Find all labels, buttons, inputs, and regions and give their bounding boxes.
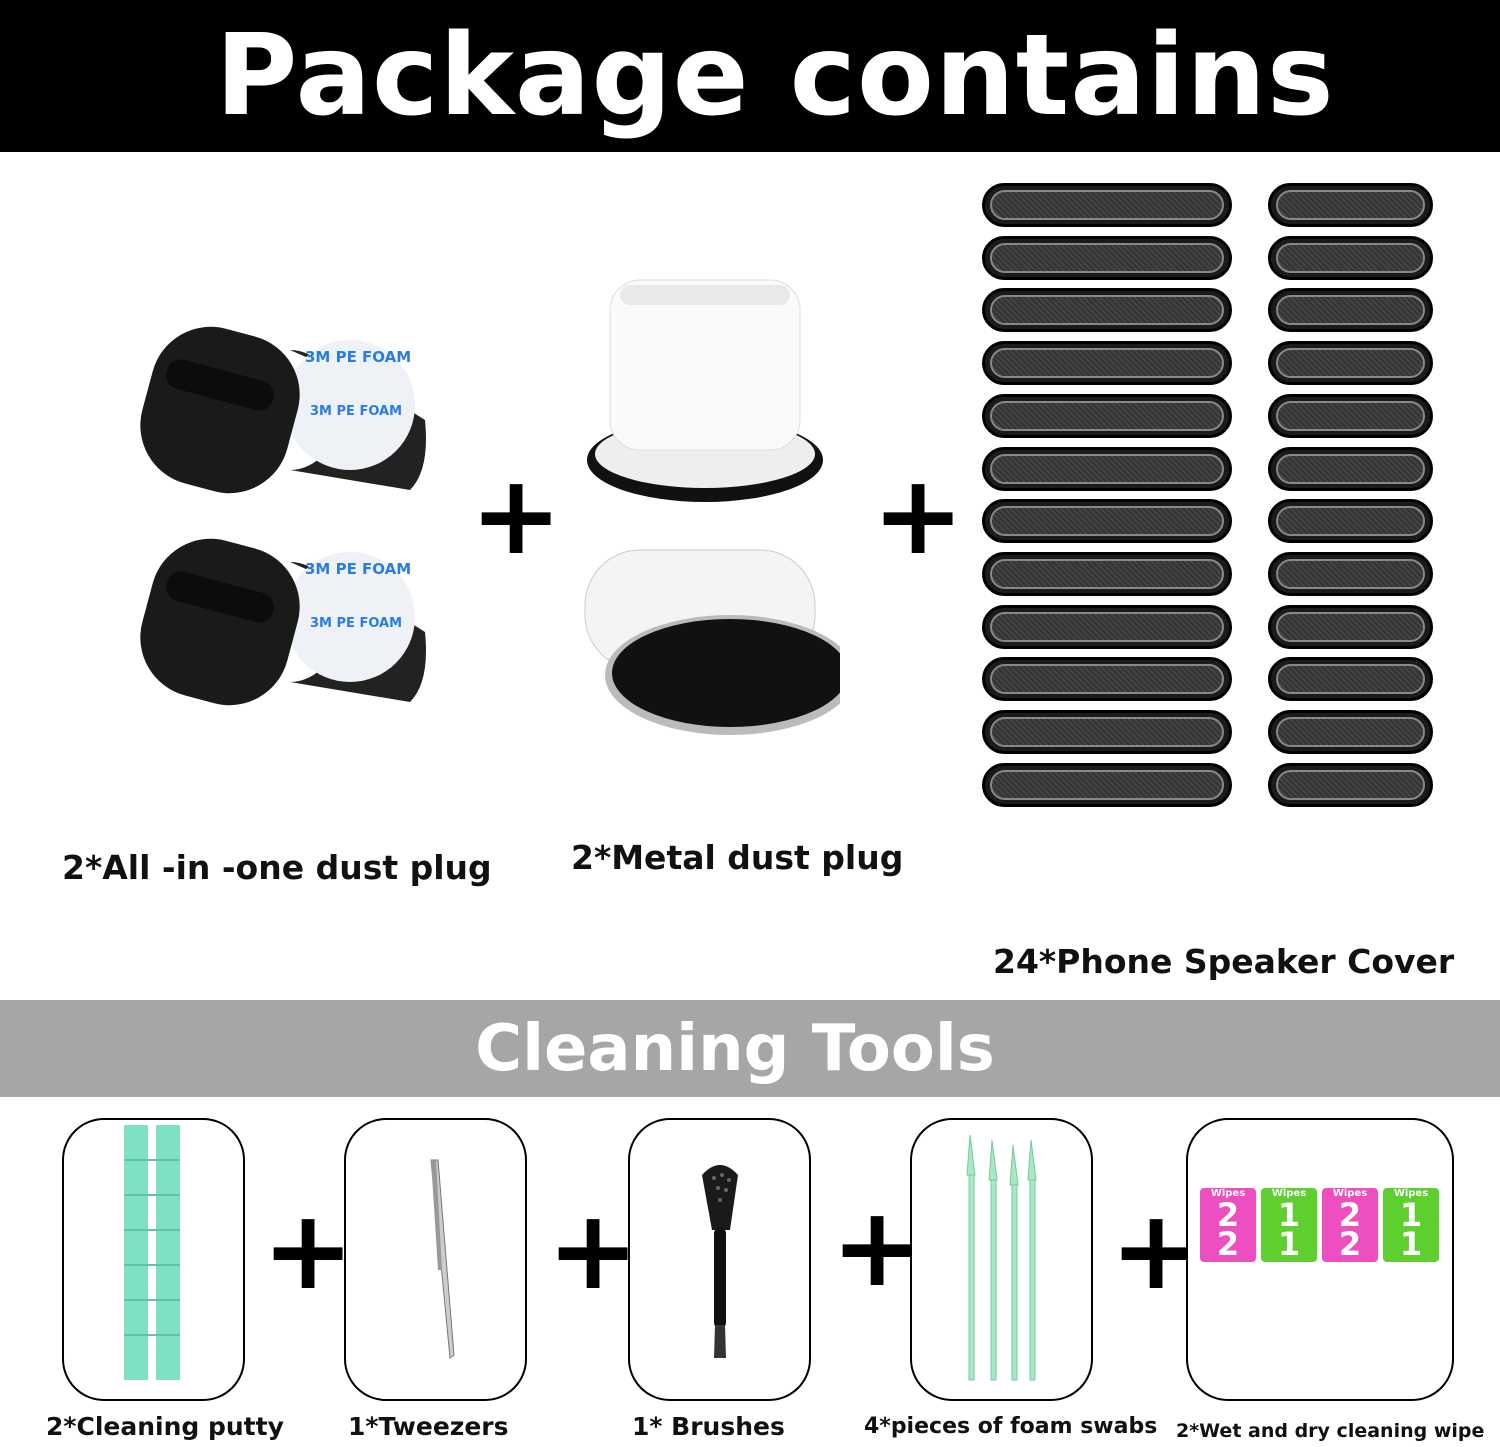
- speaker-cover: [1268, 235, 1433, 280]
- tweezers-box: [344, 1118, 527, 1401]
- speaker-cover: [982, 235, 1232, 280]
- brush-image: [702, 1165, 738, 1358]
- wipe-brand: Wipes: [1393, 1188, 1429, 1199]
- speaker-cover: [1268, 393, 1433, 438]
- speaker-cover: [982, 183, 1232, 227]
- plus-icon: +: [831, 1183, 924, 1311]
- wet-wipe: 1: [1261, 1228, 1317, 1262]
- speaker-cover-label: 24*Phone Speaker Cover: [993, 942, 1455, 981]
- wipe-number: 2: [1216, 1196, 1240, 1234]
- speaker-cover: [1268, 288, 1433, 333]
- tool-label: 2*Cleaning putty: [46, 1412, 284, 1441]
- cleaning-putty-image: [124, 1125, 180, 1380]
- plus-icon: +: [262, 1186, 355, 1314]
- header-banner: Package contains: [0, 0, 1500, 152]
- speaker-cover: [1268, 551, 1433, 596]
- wipe-number: 1: [1277, 1228, 1301, 1262]
- speaker-cover: [1268, 499, 1433, 544]
- plug-logo-text: 3M PE FOAM: [310, 616, 402, 631]
- speaker-cover: [982, 288, 1232, 333]
- wipe-number: 1: [1277, 1196, 1301, 1234]
- speaker-cover: [982, 341, 1232, 386]
- dry-wipe: 2: [1322, 1228, 1378, 1262]
- wet-wipe: 1: [1383, 1228, 1439, 1262]
- speaker-cover: [1268, 604, 1433, 649]
- dust-plug-label: 2*All -in -one dust plug: [62, 848, 492, 887]
- foam-swabs-image: [966, 1134, 1037, 1381]
- wipe-number: 2: [1216, 1228, 1240, 1262]
- wipe-brand: Wipes: [1210, 1188, 1246, 1199]
- speaker-cover: [982, 762, 1232, 807]
- speaker-cover: [1268, 657, 1433, 702]
- tool-label: 2*Wet and dry cleaning wipe: [1176, 1420, 1485, 1442]
- tool-label: 1*Tweezers: [348, 1412, 509, 1441]
- brush-box: [628, 1118, 811, 1401]
- dust-plug-1: 3M PE FOAM 3M PE FOAM: [140, 326, 426, 494]
- putty-box: [62, 1118, 245, 1401]
- plug-logo-text: 3M PE FOAM: [305, 348, 411, 366]
- plug-logo-text: 3M PE FOAM: [310, 404, 402, 419]
- speaker-cover: [982, 657, 1232, 702]
- speaker-cover: [1268, 446, 1433, 491]
- wipe-number: 2: [1338, 1228, 1362, 1262]
- metal-plug-label: 2*Metal dust plug: [571, 838, 904, 877]
- plus-icon: +: [547, 1186, 640, 1314]
- page-title: Package contains: [215, 11, 1335, 141]
- dust-plug-2: 3M PE FOAM 3M PE FOAM: [140, 538, 426, 706]
- tool-label: 4*pieces of foam swabs: [864, 1414, 1158, 1439]
- speaker-cover: [982, 446, 1232, 491]
- plus-icon: +: [872, 451, 965, 579]
- speaker-cover: [982, 499, 1232, 544]
- wipe-brand: Wipes: [1271, 1188, 1307, 1199]
- speaker-cover: [1268, 762, 1433, 807]
- speaker-cover: [1268, 710, 1433, 754]
- wipe-number: 2: [1338, 1196, 1362, 1234]
- tweezers-image: [430, 1159, 455, 1359]
- wipe-number: 1: [1399, 1196, 1423, 1234]
- dust-plug-image: 3M PE FOAM 3M PE FOAM 3M PE FOAM 3M PE F…: [140, 326, 426, 706]
- plug-logo-text: 3M PE FOAM: [305, 560, 411, 578]
- swabs-box: [910, 1118, 1093, 1401]
- tool-label: 1* Brushes: [632, 1412, 785, 1441]
- speaker-cover: [982, 710, 1232, 754]
- speaker-cover: [1268, 341, 1433, 386]
- metal-plug-image: [584, 279, 840, 735]
- speaker-cover: [1268, 183, 1433, 227]
- dry-wipe: 2: [1200, 1228, 1256, 1262]
- wipe-brand: Wipes: [1332, 1188, 1368, 1199]
- section-banner: Cleaning Tools: [0, 1000, 1500, 1097]
- speaker-cover: [982, 551, 1232, 596]
- section-title: Cleaning Tools: [475, 1011, 995, 1086]
- speaker-cover: [982, 393, 1232, 438]
- plus-icon: +: [470, 451, 563, 579]
- wipe-number: 1: [1399, 1228, 1423, 1262]
- speaker-cover: [982, 604, 1232, 649]
